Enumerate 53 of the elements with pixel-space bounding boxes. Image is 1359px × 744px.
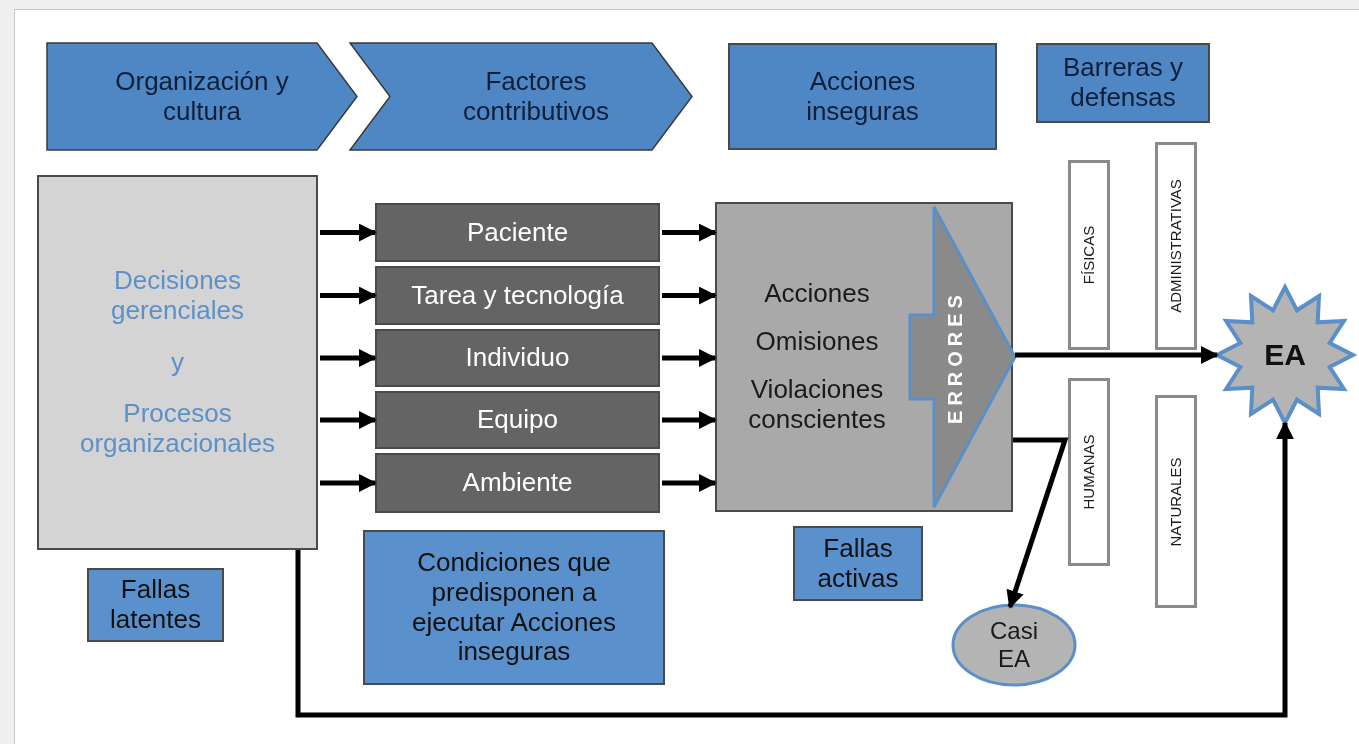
arrow: [1015, 346, 1219, 364]
factor-box: [375, 203, 660, 262]
header-box: [1036, 43, 1210, 123]
box-label: Violaciones conscientes: [747, 375, 887, 435]
box-label: Decisiones gerenciales: [110, 265, 245, 326]
box-label: Barreras y defensas: [1062, 53, 1184, 113]
arrow: [662, 349, 717, 367]
box-label: Omisiones: [755, 327, 879, 357]
note-box: [87, 568, 224, 642]
box-label: Paciente: [466, 217, 569, 248]
arrow: [295, 421, 1294, 718]
barrier-label: ADMINISTRATIVAS: [1167, 179, 1185, 313]
barrier-box: [1155, 142, 1197, 350]
arrow: [320, 349, 377, 367]
box-label: Individuo: [465, 343, 570, 373]
box-label: Condiciones que predisponen a ejecutar Acciones inseguras: [411, 547, 617, 668]
box-label: Procesos organizacionales: [78, 399, 277, 460]
event-label: Casi EA: [989, 617, 1039, 673]
arrow: [320, 223, 377, 242]
box-label: Ambiente: [462, 468, 573, 498]
arrow: [662, 286, 717, 305]
box-label: Equipo: [477, 405, 558, 435]
barrier-label: NATURALES: [1167, 457, 1185, 546]
box-label: Tarea y tecnología: [411, 280, 624, 311]
box-label: Acciones: [764, 279, 870, 310]
arrow: [662, 411, 717, 429]
note-box: [363, 530, 665, 685]
arrow: [320, 286, 377, 305]
barrier-box: [1068, 160, 1110, 350]
header-label: Organización y cultura: [114, 66, 290, 127]
arrow: [662, 474, 717, 492]
header-label: Factores contributivos: [462, 66, 610, 127]
note-box: [793, 526, 923, 601]
box-label: Acciones inseguras: [805, 66, 920, 127]
event-label: EA: [1264, 337, 1306, 373]
barrier-label: HUMANAS: [1080, 434, 1098, 510]
box-label: Fallas latentes: [108, 575, 203, 635]
error-label: ERRORES: [943, 290, 966, 424]
factor-box: [375, 329, 660, 387]
box-label: y: [171, 347, 184, 378]
factor-box: [375, 391, 660, 449]
arrow: [320, 411, 377, 429]
arrow: [320, 474, 377, 492]
process-box: [37, 175, 318, 550]
barrier-box: [1155, 395, 1197, 608]
factor-box: [375, 266, 660, 325]
header-box: [728, 43, 997, 150]
barrier-box: [1068, 378, 1110, 566]
arrow: [1006, 437, 1069, 609]
factor-box: [375, 453, 660, 513]
arrow: [662, 223, 717, 242]
barrier-label: FÍSICAS: [1080, 225, 1098, 285]
box-label: Fallas activas: [816, 533, 900, 594]
